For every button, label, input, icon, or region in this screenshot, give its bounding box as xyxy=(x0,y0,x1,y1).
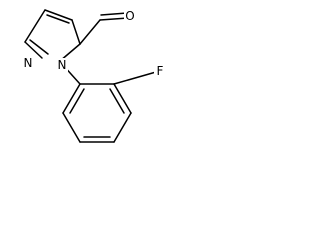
n1-label: N xyxy=(58,58,67,72)
n2-label: N xyxy=(24,56,33,70)
bond-ph-6 xyxy=(62,83,81,114)
fluorine-label: F xyxy=(157,64,164,78)
bond-c3-c4 xyxy=(44,9,73,21)
bond-ph-5 xyxy=(62,112,81,143)
aldehyde-group xyxy=(79,12,129,45)
bond-ph-2 xyxy=(113,83,132,114)
pyrazole-ring xyxy=(24,9,81,62)
bond-c4-c5 xyxy=(71,19,81,45)
bond-ph-2-double xyxy=(109,88,125,114)
oxygen-label: O xyxy=(125,9,134,23)
bond-c3-c4-double xyxy=(46,14,70,24)
structure-canvas: O N N F xyxy=(0,0,214,156)
bond-n2-c3a xyxy=(24,41,43,59)
oxygen-label-bg xyxy=(124,9,136,23)
bond-c3a-c3 xyxy=(24,9,46,43)
n2-label-bg xyxy=(22,56,34,70)
n1-label-bg xyxy=(56,58,68,72)
bond-ph-3 xyxy=(113,112,132,143)
bond-c5-cho xyxy=(79,19,101,45)
bond-cho-o xyxy=(99,17,129,21)
bond-c-f xyxy=(113,71,157,85)
molecule-diagram: O N N F xyxy=(22,9,166,143)
bond-n2-c3a-double xyxy=(29,39,49,55)
bond-ph-6-double xyxy=(69,88,85,114)
bond-cho-o-double xyxy=(100,12,128,16)
fluorine-label-bg xyxy=(154,64,166,78)
phenyl-ring xyxy=(62,83,132,143)
